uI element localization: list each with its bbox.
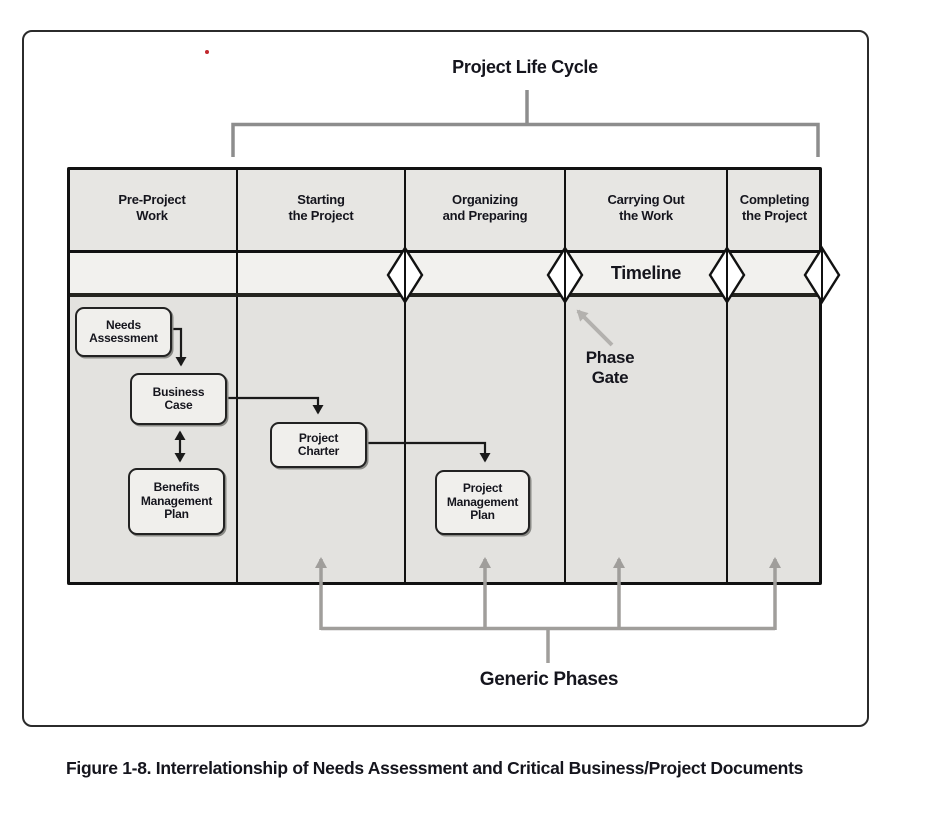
header-line: Completing (739, 192, 810, 207)
column-divider-2 (404, 167, 406, 585)
box-label-line: Project (462, 481, 503, 496)
header-row-background (67, 167, 822, 253)
box-label-line: Management (446, 494, 519, 509)
header-line: Organizing (452, 192, 518, 207)
box-label-line: Management (140, 493, 213, 508)
box-label-line: Assessment (89, 331, 158, 345)
box-label-line: Benefits (153, 480, 200, 495)
box-label-line: Plan (470, 508, 495, 523)
box-label-line: Needs (105, 317, 142, 332)
timeline-label: Timeline (610, 263, 682, 283)
phase-gate-label: Phase Gate (558, 348, 662, 388)
header-line: and Preparing (442, 208, 528, 223)
header-line: Work (136, 208, 168, 223)
box-business-case: Business Case (130, 373, 227, 425)
figure-caption: Figure 1-8. Interrelationship of Needs A… (66, 758, 804, 778)
header-bottom-border (67, 250, 822, 253)
table-outline (67, 167, 822, 585)
column-header-organizing-and-preparing: Organizing and Preparing (405, 192, 565, 224)
box-label-line: Case (164, 398, 193, 412)
column-header-carrying-out-the-work: Carrying Out the Work (565, 192, 727, 224)
header-line: Pre-Project (118, 192, 186, 207)
column-header-starting-the-project: Starting the Project (237, 192, 405, 224)
header-line: Starting (297, 192, 345, 207)
header-line: Carrying Out (607, 192, 685, 207)
phase-gate-label-line: Gate (591, 368, 629, 387)
column-divider-1 (236, 167, 238, 585)
box-label-line: Project (298, 430, 339, 445)
box-label-line: Business (152, 384, 205, 399)
project-life-cycle-title: Project Life Cycle (452, 57, 598, 77)
header-line: the Work (619, 208, 673, 223)
header-line: the Project (742, 208, 807, 223)
phase-gate-label-line: Phase (585, 348, 635, 367)
red-dot-mark (205, 50, 209, 54)
timeline-row-background (67, 253, 822, 297)
box-benefits-management-plan: Benefits Management Plan (128, 468, 225, 535)
box-project-management-plan: Project Management Plan (435, 470, 530, 535)
generic-phases-label: Generic Phases (479, 669, 619, 690)
column-header-completing-the-project: Completing the Project (727, 192, 822, 224)
box-label-line: Plan (164, 507, 189, 522)
content-row-background (67, 297, 822, 585)
header-line: the Project (288, 208, 354, 223)
column-header-pre-project-work: Pre-Project Work (67, 192, 237, 224)
column-divider-4 (726, 167, 728, 585)
column-divider-3 (564, 167, 566, 585)
box-project-charter: Project Charter (270, 422, 367, 468)
box-label-line: Charter (297, 444, 340, 458)
timeline-bottom-border (67, 293, 822, 297)
box-needs-assessment: Needs Assessment (75, 307, 172, 357)
